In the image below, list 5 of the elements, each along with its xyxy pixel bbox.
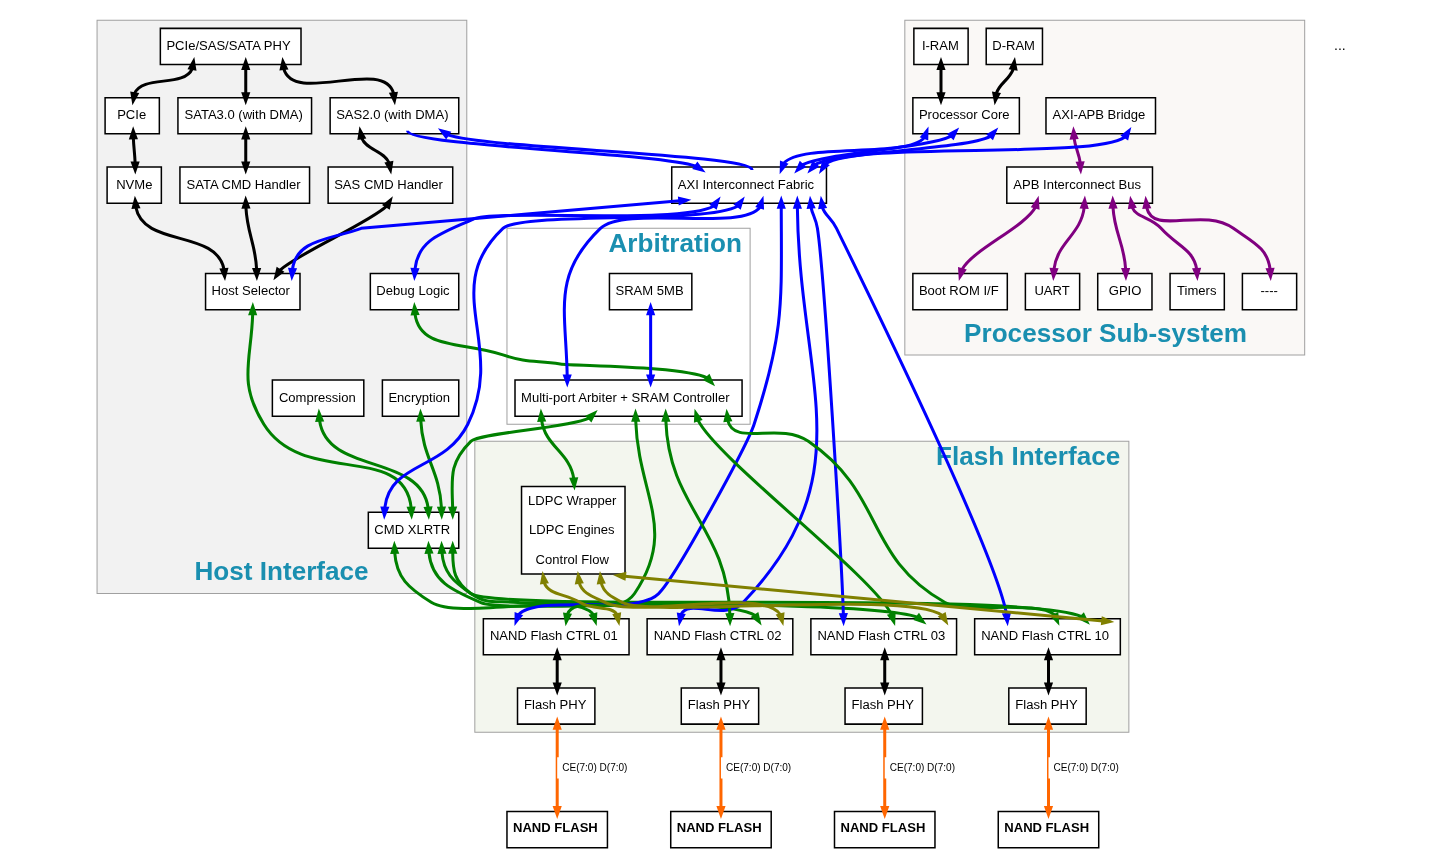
edge-label: CE(7:0) D(7:0) — [725, 761, 792, 773]
label: ... — [1334, 37, 1346, 54]
edge-label: CE(7:0) D(7:0) — [1053, 761, 1119, 773]
edge-label: CE(7:0) D(7:0) — [889, 761, 955, 773]
edge-label: CE(7:0) D(7:0) — [562, 761, 628, 773]
